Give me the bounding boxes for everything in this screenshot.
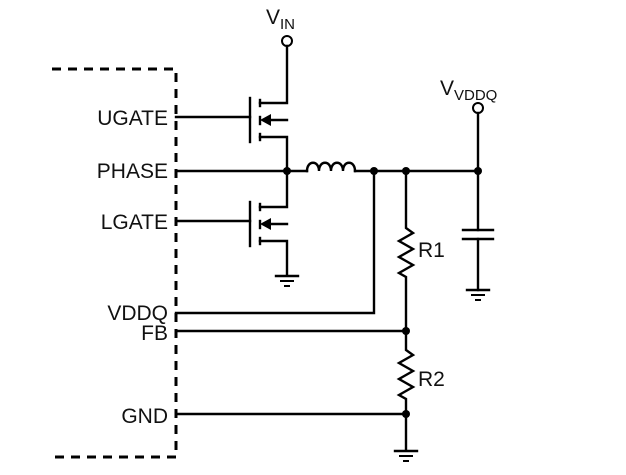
pin-label-fb: FB: [141, 322, 168, 345]
gnd-junction: [402, 410, 410, 418]
pin-label-vddq: VDDQ: [107, 302, 168, 325]
ground-icon: [393, 449, 419, 462]
ground-icon: [274, 274, 300, 287]
pin-label-phase: PHASE: [97, 160, 168, 183]
high-side-mosfet: [174, 44, 289, 173]
pin-label-lgate: LGATE: [101, 211, 168, 234]
r2-label: R2: [418, 368, 445, 391]
resistor-r2: [396, 329, 416, 452]
inductor: [305, 161, 357, 173]
vin-terminal: [281, 35, 293, 47]
output-capacitor: [461, 169, 495, 292]
vddq-sense-wire: [174, 169, 376, 315]
pin-label-gnd: GND: [121, 405, 168, 428]
resistor-r1: [396, 169, 416, 333]
ground-icon: [465, 288, 491, 301]
r1-label: R1: [418, 239, 445, 262]
vvddq-terminal: [472, 102, 484, 114]
low-side-mosfet: [174, 169, 289, 277]
phase-junction: [283, 167, 291, 175]
vvddq-label: VVDDQ: [440, 77, 497, 104]
vin-label: VIN: [266, 6, 295, 33]
pin-label-ugate: UGATE: [97, 107, 168, 130]
